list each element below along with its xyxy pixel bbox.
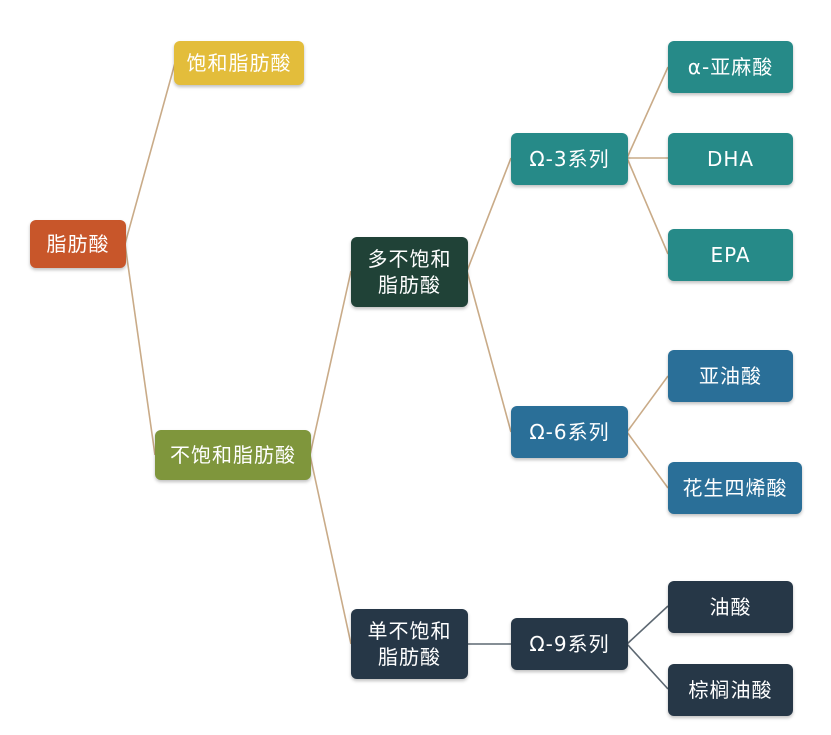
- node-omega3: Ω-3系列: [511, 133, 628, 185]
- node-epa: EPA: [668, 229, 793, 281]
- node-ala: α-亚麻酸: [668, 41, 793, 93]
- node-poly: 多不饱和 脂肪酸: [351, 237, 468, 307]
- edge-poly-omega3: [466, 157, 512, 272]
- node-saturated: 饱和脂肪酸: [174, 41, 304, 85]
- node-palmitoleic: 棕榈油酸: [668, 664, 793, 716]
- edge-omega9-palmitoleic: [626, 643, 669, 690]
- node-omega9: Ω-9系列: [511, 618, 628, 670]
- edge-omega6-la: [626, 375, 669, 433]
- node-omega6: Ω-6系列: [511, 406, 628, 458]
- node-unsaturated: 不饱和脂肪酸: [155, 430, 311, 480]
- node-dha: DHA: [668, 133, 793, 185]
- edge-root-unsaturated: [124, 243, 156, 456]
- edge-omega6-aa: [626, 431, 669, 489]
- edge-poly-omega6: [466, 270, 512, 433]
- node-root: 脂肪酸: [30, 220, 126, 268]
- edge-root-saturated: [124, 62, 176, 245]
- node-mono: 单不饱和 脂肪酸: [351, 609, 468, 679]
- node-la: 亚油酸: [668, 350, 793, 402]
- edge-unsaturated-mono: [309, 454, 352, 645]
- node-oleic: 油酸: [668, 581, 793, 633]
- edge-omega3-epa: [626, 157, 669, 255]
- edge-omega3-ala: [626, 66, 669, 159]
- node-aa: 花生四烯酸: [668, 462, 802, 514]
- edge-omega9-oleic: [626, 605, 669, 645]
- edge-unsaturated-poly: [309, 270, 352, 456]
